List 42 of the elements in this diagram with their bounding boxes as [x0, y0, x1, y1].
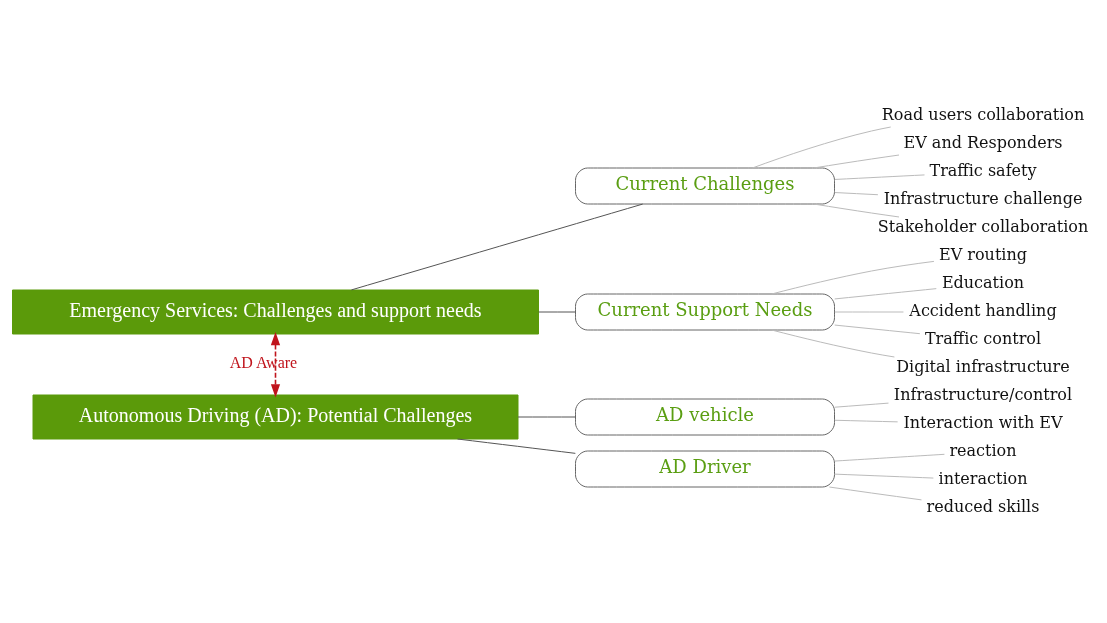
node-text: Accident handling	[909, 300, 1057, 320]
node-box: AD Driver	[575, 450, 835, 487]
connector	[834, 287, 937, 299]
node-box: Autonomous Driving (AD): Potential Challenges	[32, 394, 519, 439]
connector	[813, 203, 900, 217]
edge-label: AD Aware	[229, 353, 298, 371]
node-text: interaction	[938, 468, 1028, 488]
connector	[834, 419, 899, 422]
connector	[834, 173, 925, 180]
connector	[813, 154, 900, 168]
connector	[834, 191, 879, 195]
node-text: reaction	[949, 440, 1017, 460]
node-box: Current Challenges	[575, 167, 835, 204]
connector	[517, 416, 576, 417]
node-text: Stakeholder collaboration	[877, 216, 1089, 236]
connector	[350, 203, 644, 290]
connector	[834, 402, 889, 408]
node-text: Road users collaboration	[881, 104, 1085, 124]
arrow	[270, 331, 281, 397]
connector	[751, 126, 892, 168]
node-text: EV routing	[939, 244, 1027, 264]
connector	[834, 453, 945, 462]
connector	[834, 311, 904, 312]
connector	[828, 486, 922, 500]
node-text: Digital infrastructure	[896, 356, 1070, 376]
node-text: EV and Responders	[903, 132, 1063, 152]
connector	[457, 438, 576, 454]
connector	[834, 473, 934, 479]
connector	[538, 311, 576, 312]
node-text: Traffic control	[924, 328, 1042, 348]
connector	[834, 324, 921, 334]
node-box: Emergency Services: Challenges and support needs	[12, 289, 539, 334]
node-text: Education	[941, 272, 1025, 292]
node-text: Infrastructure challenge	[883, 188, 1083, 208]
node-text: Infrastructure/control	[893, 384, 1073, 404]
connector	[771, 329, 895, 357]
connector	[771, 260, 935, 294]
node-text: Traffic safety	[929, 160, 1037, 180]
node-text: reduced skills	[926, 496, 1040, 516]
node-box: AD vehicle	[575, 398, 835, 435]
node-box: Current Support Needs	[575, 293, 835, 330]
node-text: Interaction with EV	[903, 412, 1063, 432]
